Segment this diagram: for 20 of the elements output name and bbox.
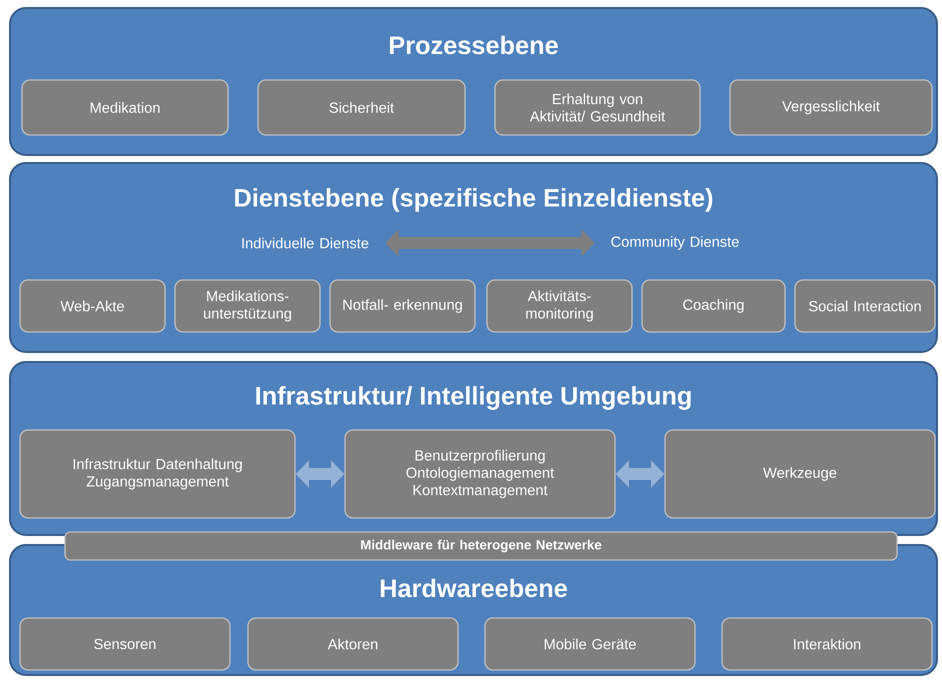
component-box: Interaktion — [721, 617, 933, 671]
component-box: Medikations- unterstützung — [174, 279, 321, 333]
component-box: Notfall- erkennung — [329, 279, 476, 333]
component-box: Vergesslichkeit — [729, 79, 933, 136]
service-label: Individuelle Dienste — [242, 238, 368, 248]
component-box: Erhaltung von Aktivität/ Gesundheit — [494, 79, 701, 136]
component-box: Infrastruktur Datenhaltung Zugangsmanagement — [19, 429, 296, 519]
component-box: Werkzeuge — [664, 429, 936, 519]
component-box: Aktivitäts- monitoring — [486, 279, 633, 333]
service-label: Community Dienste — [611, 236, 739, 250]
component-box: Sicherheit — [257, 79, 466, 136]
component-box: Medikation — [21, 79, 229, 136]
component-box: Web-Akte — [19, 279, 166, 333]
component-box: Coaching — [641, 279, 786, 333]
component-box: Benutzerprofilierung Ontologiemanagement Kontextmanagement — [344, 429, 616, 519]
component-box: Social Interaction — [794, 279, 936, 333]
component-box: Sensoren — [19, 617, 231, 671]
middleware-bar: Middleware für heterogene Netzwerke — [64, 531, 898, 561]
component-box: Aktoren — [247, 617, 459, 671]
component-box: Mobile Geräte — [484, 617, 696, 671]
